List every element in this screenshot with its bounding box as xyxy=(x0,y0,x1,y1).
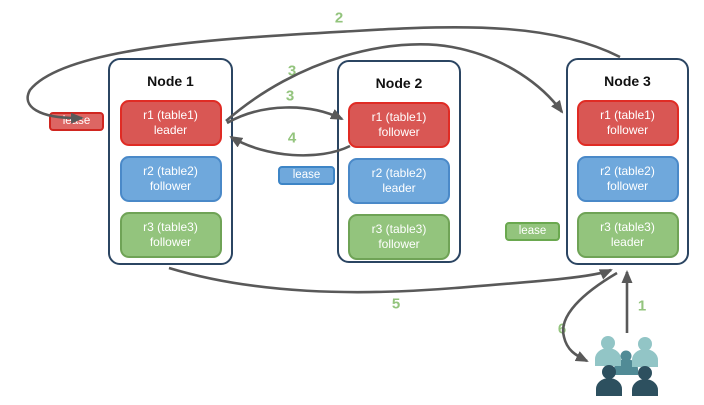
replica-name: r1 (table1) xyxy=(143,108,198,122)
users-group-icon xyxy=(595,336,658,396)
arrow-step-5 xyxy=(168,266,613,294)
replica-r2-node2: r2 (table2) leader xyxy=(348,158,450,204)
step-label-1: 1 xyxy=(637,297,647,315)
replica-r3-node2: r3 (table3) follower xyxy=(348,214,450,260)
replica-role: follower xyxy=(378,125,420,139)
step-label-5: 5 xyxy=(391,295,401,313)
node-2-title: Node 2 xyxy=(375,75,423,91)
replica-r1-node1: r1 (table1) leader xyxy=(119,100,222,146)
step-label-2: 2 xyxy=(334,9,344,27)
replica-r1-node3: r1 (table1) follower xyxy=(576,100,679,146)
arrow-step-6 xyxy=(561,271,618,363)
step-label-3a: 3 xyxy=(287,62,297,80)
replica-role: follower xyxy=(606,123,649,137)
replica-role: leader xyxy=(610,235,645,249)
step-label-4: 4 xyxy=(287,129,297,147)
node-3: Node 3 r1 (table1) follower r2 (table2) … xyxy=(566,58,689,265)
lease-badge-r3: lease xyxy=(505,222,560,241)
replica-r1-node2: r1 (table1) follower xyxy=(348,102,450,148)
lease-badge-r2: lease xyxy=(278,166,335,185)
step-label-3b: 3 xyxy=(285,87,295,105)
replica-name: r2 (table2) xyxy=(371,166,427,180)
replica-r2-node1: r2 (table2) follower xyxy=(119,156,222,202)
node-2: Node 2 r1 (table1) follower r2 (table2) … xyxy=(337,60,461,263)
replica-name: r2 (table2) xyxy=(143,164,198,178)
replica-name: r1 (table1) xyxy=(371,110,427,124)
replica-role: follower xyxy=(378,237,420,251)
replica-name: r1 (table1) xyxy=(600,108,655,122)
replica-role: leader xyxy=(382,181,416,195)
replica-name: r3 (table3) xyxy=(600,220,655,234)
replica-name: r3 (table3) xyxy=(371,222,427,236)
node-1-title: Node 1 xyxy=(147,73,194,89)
replica-role: leader xyxy=(153,123,188,137)
lease-badge-r1: lease xyxy=(49,112,104,131)
replica-r3-node1: r3 (table3) follower xyxy=(119,212,222,258)
replica-name: r2 (table2) xyxy=(600,164,655,178)
arrow-step-3-to-node2 xyxy=(226,106,344,125)
replica-r3-node3: r3 (table3) leader xyxy=(576,212,679,258)
replica-r2-node3: r2 (table2) follower xyxy=(576,156,679,202)
replica-role: follower xyxy=(149,235,192,249)
replica-role: follower xyxy=(606,179,649,193)
node-3-title: Node 3 xyxy=(604,73,651,89)
step-label-6: 6 xyxy=(557,320,567,338)
replica-role: follower xyxy=(149,179,192,193)
node-1: Node 1 r1 (table1) leader r2 (table2) fo… xyxy=(108,58,233,265)
replica-name: r3 (table3) xyxy=(143,220,198,234)
